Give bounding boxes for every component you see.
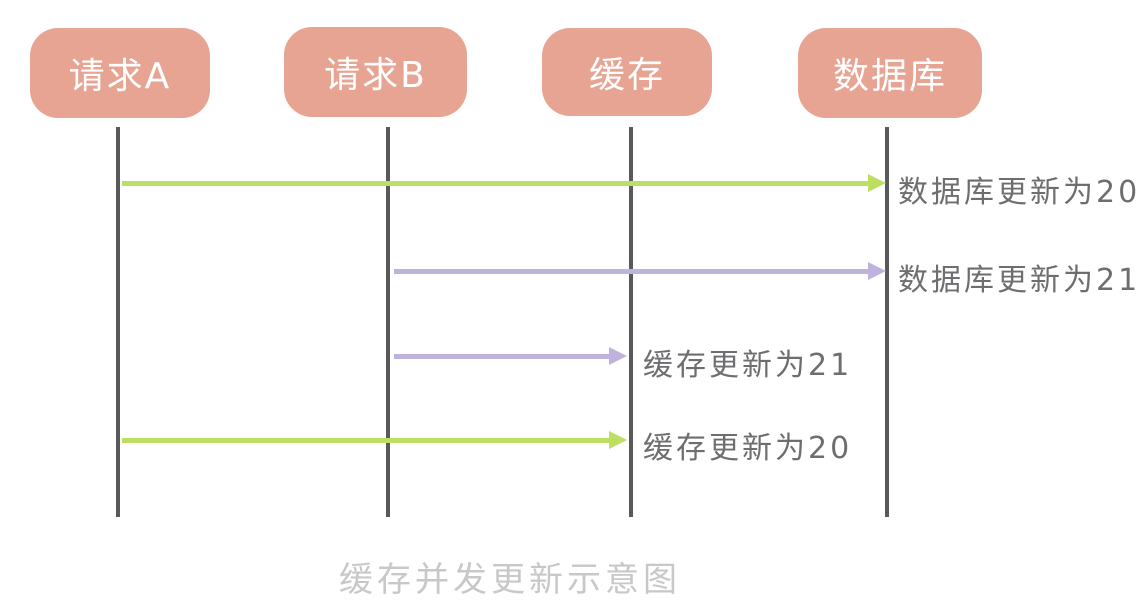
lifeline-database — [885, 127, 889, 517]
arrowhead-icon — [609, 431, 627, 449]
message-arrow-db-update-21 — [394, 262, 886, 281]
actor-database: 数据库 — [798, 28, 982, 118]
arrow-line — [122, 438, 609, 443]
actor-request-a: 请求A — [30, 28, 210, 118]
arrow-line — [394, 354, 609, 359]
diagram-title: 缓存并发更新示意图 — [339, 560, 681, 600]
arrowhead-icon — [609, 347, 627, 365]
actor-request-b: 请求B — [284, 27, 467, 117]
arrow-line — [122, 181, 868, 186]
message-label-db-update-20: 数据库更新为20 — [898, 175, 1141, 210]
actor-cache: 缓存 — [542, 28, 712, 116]
lifeline-request-a — [116, 127, 120, 517]
message-label-cache-update-20: 缓存更新为20 — [643, 431, 853, 466]
message-arrow-cache-update-20 — [122, 431, 627, 450]
message-arrow-db-update-20 — [122, 174, 886, 193]
lifeline-request-b — [386, 127, 390, 517]
message-label-cache-update-21: 缓存更新为21 — [643, 348, 853, 383]
lifeline-cache — [629, 127, 633, 517]
message-arrow-cache-update-21 — [394, 347, 627, 366]
arrow-line — [394, 269, 868, 274]
arrowhead-icon — [868, 174, 886, 192]
arrowhead-icon — [868, 262, 886, 280]
message-label-db-update-21: 数据库更新为21 — [898, 263, 1141, 298]
